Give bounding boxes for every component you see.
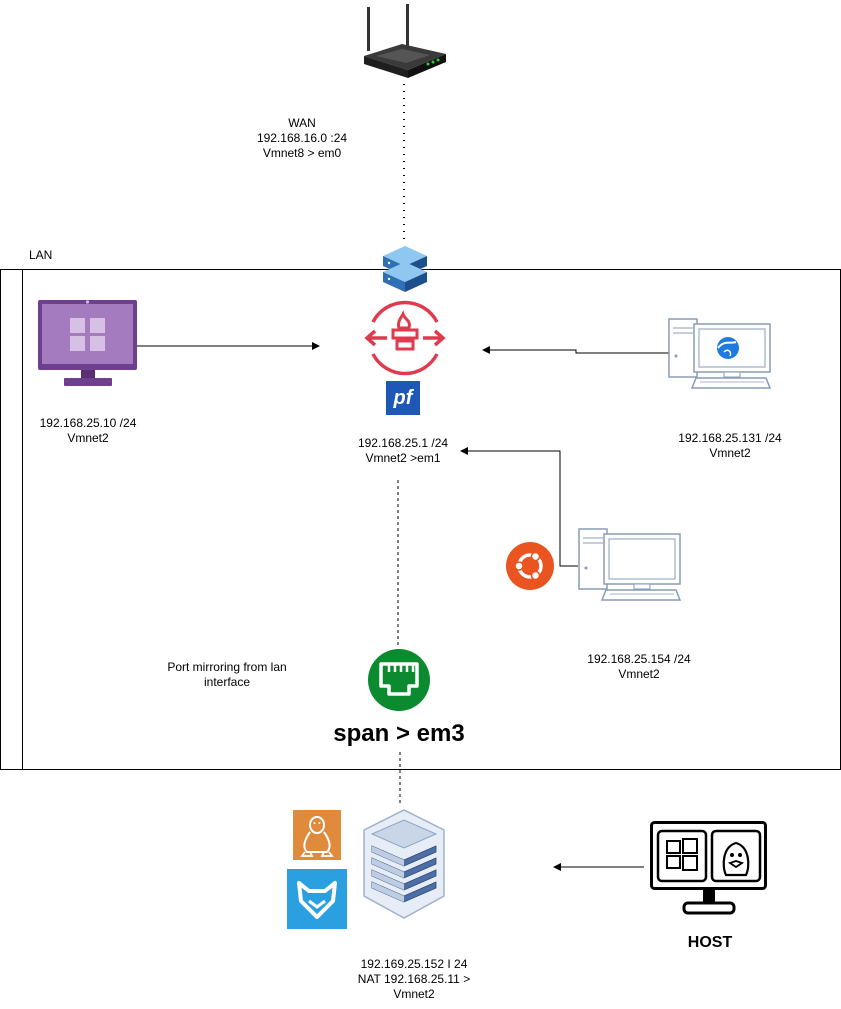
pfsense-logo-text: pf <box>393 387 413 409</box>
server-label: 192.169.25.152 I 24 NAT 192.168.25.11 > … <box>334 957 494 1002</box>
pfsense-label: 192.168.25.1 /24 Vmnet2 >em1 <box>343 436 463 466</box>
wan-label-line2: 192.168.16.0 :24 <box>256 131 348 145</box>
rack-server-icon <box>363 809 445 919</box>
host-monitor-icon <box>650 821 767 915</box>
server-label-line1: 192.169.25.152 I 24 <box>360 957 468 971</box>
kali-link <box>482 346 669 354</box>
kali-client-label: 192.168.25.131 /24 Vmnet2 <box>668 431 792 461</box>
kali-client-label-line1: 192.168.25.131 /24 <box>678 431 782 445</box>
span-label: span > em3 <box>333 720 465 747</box>
wazuh-icon <box>287 869 347 929</box>
port-mirroring-line1: Port mirroring from lan <box>167 660 287 674</box>
server-stack-icon <box>383 246 427 292</box>
pfsense-logo-icon: pf <box>386 381 420 415</box>
ubuntu-client-label-line2: Vmnet2 <box>618 667 660 681</box>
windows-monitor-icon <box>38 300 137 386</box>
kali-client-label-line2: Vmnet2 <box>709 446 751 460</box>
wan-label-line3: Vmnet8 > em0 <box>262 146 342 160</box>
lan-label: LAN <box>29 248 53 262</box>
server-label-line3: Vmnet2 <box>393 987 435 1001</box>
windows-client-label-line2: Vmnet2 <box>67 431 109 445</box>
wan-label: WAN 192.168.16.0 :24 Vmnet8 > em0 <box>248 116 356 161</box>
ubuntu-link <box>460 447 578 567</box>
linux-tux-icon <box>293 810 341 860</box>
pfsense-label-line1: 192.168.25.1 /24 <box>357 436 449 450</box>
server-label-line2: NAT 192.168.25.11 > <box>357 972 471 986</box>
firewall-icon <box>364 300 446 376</box>
windows-client-label-line1: 192.168.25.10 /24 <box>39 416 137 430</box>
port-mirroring-label: Port mirroring from lan interface <box>143 660 311 690</box>
windows-client-label: 192.168.25.10 /24 Vmnet2 <box>28 416 148 446</box>
wan-label-line1: WAN <box>288 116 316 130</box>
host-label: HOST <box>687 934 733 951</box>
ubuntu-logo-icon <box>506 542 554 590</box>
router-icon <box>364 4 446 78</box>
ubuntu-client-label-line1: 192.168.25.154 /24 <box>587 652 691 666</box>
pfsense-label-line2: Vmnet2 >em1 <box>365 451 441 465</box>
ubuntu-client-label: 192.168.25.154 /24 Vmnet2 <box>577 652 701 682</box>
port-mirroring-line2: interface <box>203 675 251 689</box>
ethernet-port-icon <box>368 649 430 711</box>
ubuntu-desktop-icon <box>578 528 682 601</box>
kali-desktop-icon <box>668 318 772 389</box>
